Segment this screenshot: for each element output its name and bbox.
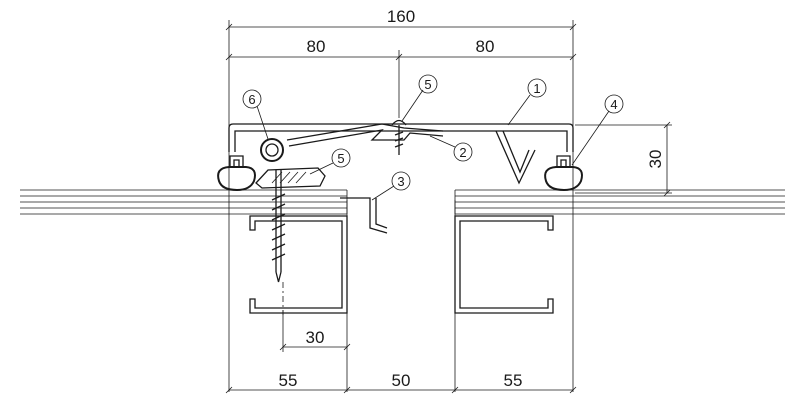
inner-strip bbox=[286, 123, 444, 147]
callout-2: 2 bbox=[429, 135, 473, 162]
callout-1-label: 1 bbox=[533, 81, 540, 96]
purlin-left bbox=[249, 215, 348, 314]
purlin-right bbox=[454, 215, 554, 314]
screw-top bbox=[391, 119, 407, 155]
callout-3: 3 bbox=[371, 171, 411, 201]
clamp-hatch bbox=[271, 171, 307, 184]
seal-left bbox=[217, 166, 256, 192]
seal-right bbox=[544, 166, 583, 192]
callout-5-top: 5 bbox=[401, 74, 438, 122]
seal-right-slot bbox=[556, 155, 571, 166]
cover-profile bbox=[228, 123, 574, 152]
screw-self-tapping bbox=[271, 170, 286, 283]
callout-5-top-label: 5 bbox=[424, 77, 431, 92]
callout-1: 1 bbox=[507, 78, 547, 126]
dim-screw-offset: 30 bbox=[306, 328, 325, 347]
dim-right-half: 80 bbox=[476, 37, 495, 56]
callout-2-label: 2 bbox=[459, 145, 466, 160]
dim-left-support: 55 bbox=[279, 371, 298, 390]
roof-panel-left bbox=[20, 189, 348, 215]
callout-5-low-label: 5 bbox=[337, 151, 344, 166]
callout-4-label: 4 bbox=[610, 97, 617, 112]
cover-profile-v-leg bbox=[495, 130, 536, 185]
extension-lines bbox=[228, 20, 672, 392]
dim-total-width: 160 bbox=[387, 7, 415, 26]
spring-coil bbox=[260, 138, 284, 162]
callout-6-label: 6 bbox=[248, 92, 255, 107]
callout-6: 6 bbox=[242, 89, 269, 140]
roof-panel-right bbox=[454, 189, 785, 215]
callout-3-label: 3 bbox=[397, 174, 404, 189]
gutter-flashing bbox=[340, 197, 388, 234]
seal-left-slot bbox=[229, 155, 244, 166]
callout-4: 4 bbox=[571, 94, 624, 166]
dim-right-support: 55 bbox=[504, 371, 523, 390]
dimension-ticks bbox=[225, 23, 671, 394]
dim-left-half: 80 bbox=[307, 37, 326, 56]
dim-gap: 50 bbox=[392, 371, 411, 390]
dim-height: 30 bbox=[646, 150, 665, 169]
dimension-lines bbox=[229, 26, 668, 391]
callout-5-low: 5 bbox=[309, 148, 351, 175]
clamp-bracket bbox=[255, 167, 326, 189]
